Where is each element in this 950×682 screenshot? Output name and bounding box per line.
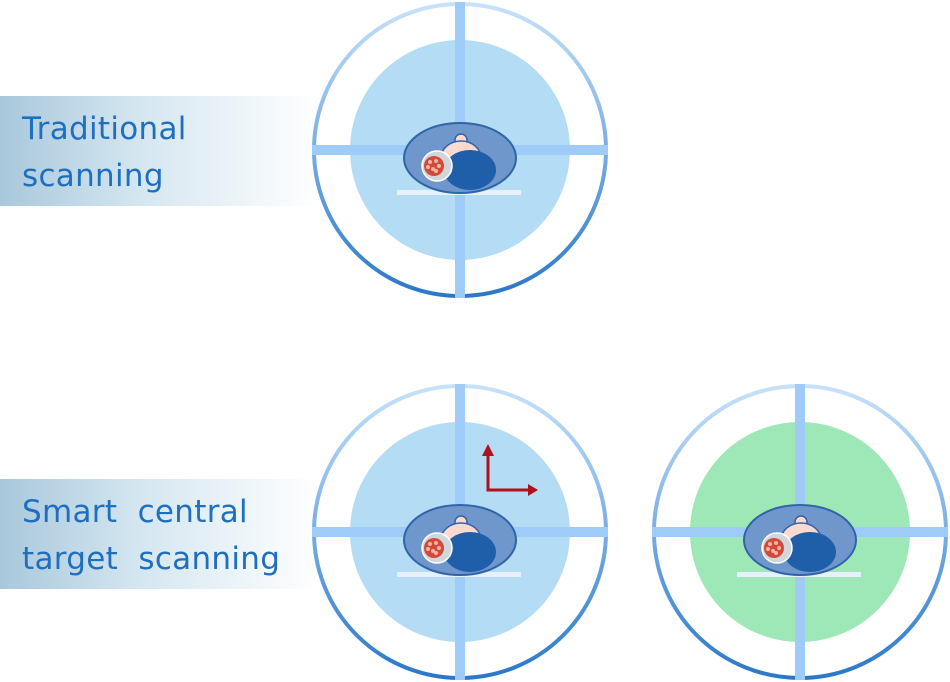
traditional-label-band: Traditional scanning: [0, 96, 320, 206]
traditional-label-line-2: scanning: [22, 158, 164, 194]
smart-label-line-1: Smart central: [22, 494, 248, 530]
patient-group: [397, 122, 521, 195]
tumor-cell: [434, 159, 438, 163]
tumor-cell: [428, 160, 432, 164]
tumor-cell: [774, 541, 778, 545]
patient-group: [737, 504, 861, 577]
arrow-head-up: [482, 444, 494, 456]
tumor-cell: [777, 546, 781, 550]
body: [444, 150, 496, 190]
body: [784, 532, 836, 572]
traditional-label-line-1: Traditional: [22, 111, 187, 147]
smart-scanner-diagram-centered: [652, 384, 948, 680]
tumor-cell: [434, 169, 438, 173]
tumor-cell: [431, 167, 435, 171]
tumor-cell: [437, 164, 441, 168]
smart-label-line-2: target scanning: [22, 541, 281, 577]
smart-label-band: Smart central target scanning: [0, 479, 320, 589]
offset-arrow-icon: [482, 444, 538, 496]
tumor-cell: [768, 542, 772, 546]
tumor-cell: [426, 165, 430, 169]
tumor-cell: [428, 542, 432, 546]
tumor-cell: [434, 541, 438, 545]
tumor-cell: [766, 547, 770, 551]
arrow-path: [486, 454, 530, 492]
traditional-scanner-diagram: [312, 2, 608, 298]
arrow-head-right: [528, 484, 538, 496]
body: [444, 532, 496, 572]
tumor-cell: [431, 549, 435, 553]
tumor-cell: [774, 551, 778, 555]
smart-scanner-diagram-offset: [312, 384, 608, 680]
patient-group: [397, 504, 521, 577]
tumor-cell: [437, 546, 441, 550]
tumor-cell: [426, 547, 430, 551]
tumor-cell: [771, 549, 775, 553]
tumor-cell: [434, 551, 438, 555]
